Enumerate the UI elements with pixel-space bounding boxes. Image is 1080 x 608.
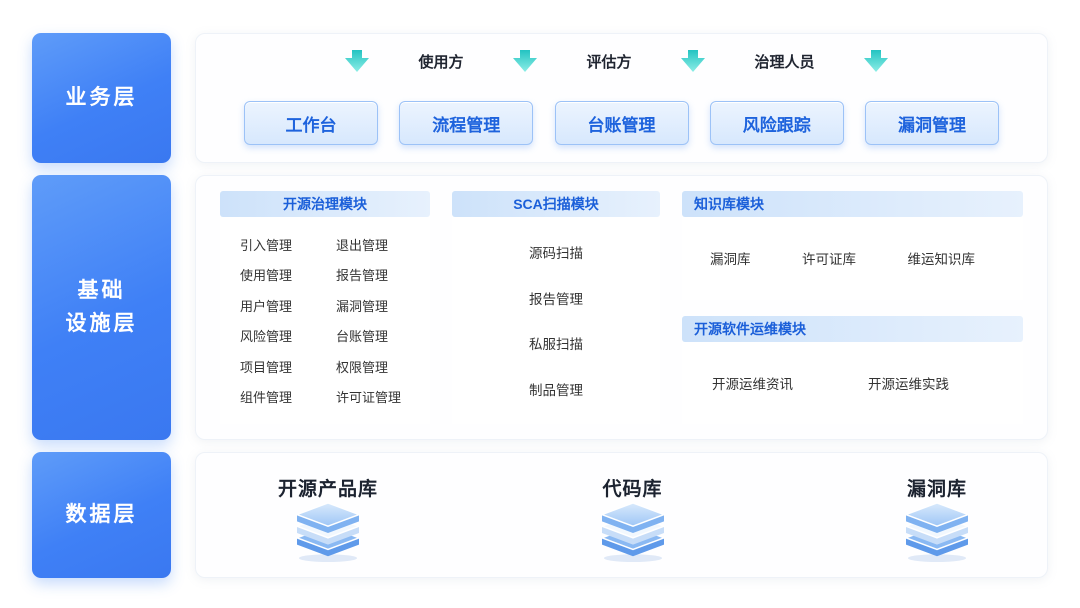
store-label: 开源产品库 xyxy=(277,478,378,500)
store-open-source-product-db: 开源产品库 xyxy=(268,474,388,563)
module-item: 风险管理 xyxy=(240,329,293,345)
module-title: 知识库模块 xyxy=(682,191,1023,217)
module-item: 报告管理 xyxy=(529,291,583,307)
module-item: 开源运维资讯 xyxy=(712,376,793,392)
module-item: 退出管理 xyxy=(336,237,389,253)
module-body: 漏洞库 许可证库 维运知识库 xyxy=(682,217,1023,300)
module-item: 项目管理 xyxy=(240,359,293,375)
layer-label-infrastructure-line1: 基础 xyxy=(77,278,126,302)
role-label-governor: 治理人员 xyxy=(754,53,815,71)
data-panel: 开源产品库 代码库 xyxy=(195,452,1048,578)
module-title: SCA扫描模块 xyxy=(452,191,660,217)
module-item: 私服扫描 xyxy=(529,337,583,353)
database-stack-icon xyxy=(294,501,362,562)
layer-label-infrastructure-line2: 设施层 xyxy=(65,311,138,335)
store-label: 代码库 xyxy=(602,478,663,500)
module-knowledge-base: 知识库模块 漏洞库 许可证库 维运知识库 xyxy=(682,191,1023,300)
vulnerability-management-button[interactable]: 漏洞管理 xyxy=(865,101,999,145)
layer-label-data-text: 数据层 xyxy=(65,502,138,526)
module-item: 制品管理 xyxy=(529,382,583,398)
module-item: 漏洞管理 xyxy=(336,298,389,314)
role-label-user: 使用方 xyxy=(418,53,464,71)
module-item: 源码扫描 xyxy=(529,246,583,262)
database-stack-icon xyxy=(599,501,666,562)
module-title: 开源治理模块 xyxy=(220,191,430,217)
module-open-source-ops: 开源软件运维模块 开源运维资讯 开源运维实践 xyxy=(682,315,1023,425)
process-management-button[interactable]: 流程管理 xyxy=(399,101,534,145)
module-item: 漏洞库 xyxy=(710,252,751,268)
module-item: 许可证库 xyxy=(802,252,856,268)
ledger-management-button[interactable]: 台账管理 xyxy=(554,101,689,145)
layer-label-business-text: 业务层 xyxy=(65,85,138,109)
database-stack-icon xyxy=(903,501,971,562)
module-title: 开源软件运维模块 xyxy=(682,315,1023,342)
layer-label-data: 数据层 xyxy=(32,452,171,578)
module-item: 许可证管理 xyxy=(336,390,402,406)
risk-tracking-button[interactable]: 风险跟踪 xyxy=(709,101,844,145)
infrastructure-layer-row: 基础 设施层 开源治理模块 引入管理 退出管理 使用管理 报告管理 用户管理 漏… xyxy=(32,175,1048,440)
business-layer-row: 业务层 使用方 评估方 治理人员 工作台 xyxy=(32,33,1048,163)
module-item: 引入管理 xyxy=(240,237,293,253)
module-item: 权限管理 xyxy=(336,359,389,375)
workbench-button[interactable]: 工作台 xyxy=(244,101,378,145)
module-sca-scan: SCA扫描模块 源码扫描 报告管理 私服扫描 制品管理 xyxy=(452,191,660,424)
roles-row: 使用方 评估方 治理人员 xyxy=(244,50,999,72)
module-body: 开源运维资讯 开源运维实践 xyxy=(682,342,1023,425)
down-arrow-icon xyxy=(863,50,889,72)
module-item: 报告管理 xyxy=(336,268,389,284)
infrastructure-right-column: 知识库模块 漏洞库 许可证库 维运知识库 开源软件运维模块 开源运维资讯 开源运… xyxy=(682,191,1023,424)
layer-label-business: 业务层 xyxy=(32,33,171,163)
store-code-db: 代码库 xyxy=(573,474,693,563)
business-panel: 使用方 评估方 治理人员 工作台 流程管理 台账管理 风险跟踪 漏洞管理 xyxy=(195,33,1048,163)
layer-label-infrastructure: 基础 设施层 xyxy=(32,175,171,440)
store-vulnerability-db: 漏洞库 xyxy=(877,474,997,563)
module-item: 使用管理 xyxy=(240,268,293,284)
store-label: 漏洞库 xyxy=(906,478,967,500)
module-open-source-governance: 开源治理模块 引入管理 退出管理 使用管理 报告管理 用户管理 漏洞管理 风险管… xyxy=(220,191,430,424)
role-label-assessor: 评估方 xyxy=(586,53,632,71)
data-layer-row: 数据层 开源产品库 代码库 xyxy=(32,452,1048,578)
module-body: 引入管理 退出管理 使用管理 报告管理 用户管理 漏洞管理 风险管理 台账管理 … xyxy=(220,217,430,424)
business-buttons-row: 工作台 流程管理 台账管理 风险跟踪 漏洞管理 xyxy=(244,101,999,145)
module-item: 开源运维实践 xyxy=(868,376,949,392)
down-arrow-icon xyxy=(680,50,706,72)
module-item: 组件管理 xyxy=(240,390,293,406)
module-body: 源码扫描 报告管理 私服扫描 制品管理 xyxy=(452,217,660,424)
infrastructure-panel: 开源治理模块 引入管理 退出管理 使用管理 报告管理 用户管理 漏洞管理 风险管… xyxy=(195,175,1048,440)
module-item: 用户管理 xyxy=(240,298,293,314)
down-arrow-icon xyxy=(512,50,538,72)
module-item: 维运知识库 xyxy=(907,252,976,268)
module-item: 台账管理 xyxy=(336,329,389,345)
down-arrow-icon xyxy=(344,50,370,72)
